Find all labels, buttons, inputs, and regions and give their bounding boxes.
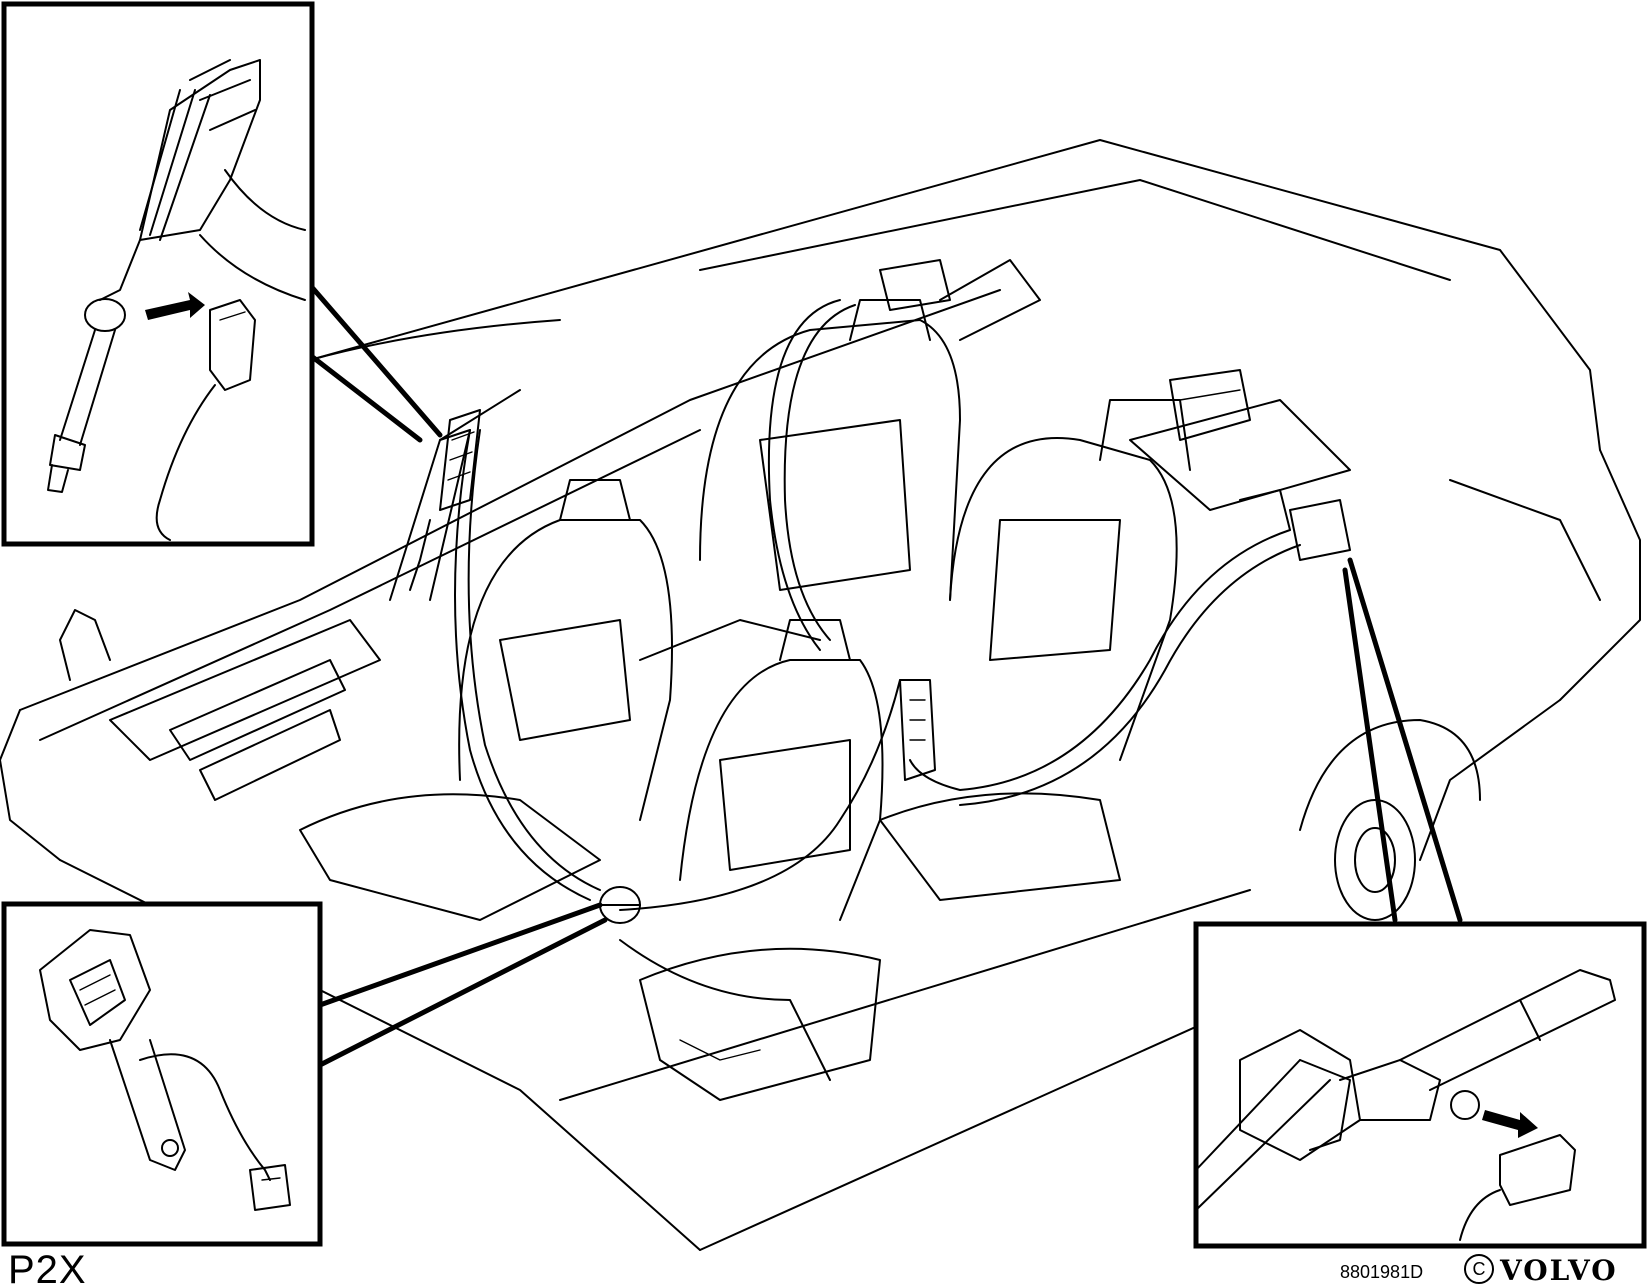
brand-logo: VOLVO	[1500, 1254, 1618, 1287]
callout-box-pretensioner	[1193, 921, 1647, 1249]
copyright-icon: C	[1464, 1254, 1494, 1284]
callout-box-retractor	[1, 1, 315, 547]
callout-box-buckle	[1, 901, 323, 1247]
seats	[299, 299, 1191, 1101]
figure-code-label: 8801981D	[1340, 1262, 1424, 1282]
model-label: P2X	[8, 1248, 87, 1288]
car-body	[0, 139, 1641, 1251]
leader-lines	[307, 282, 1463, 1068]
seatbelts	[409, 259, 1351, 1081]
